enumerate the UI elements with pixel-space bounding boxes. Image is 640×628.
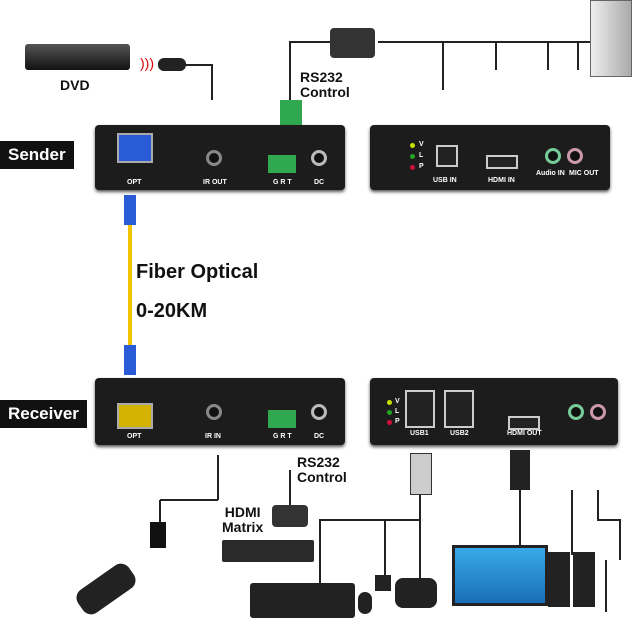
hdmi-out-label: HDMI OUT [507, 430, 542, 437]
audio-in-jack [545, 148, 561, 164]
usb-plug-icon [410, 453, 432, 495]
dc-label: DC [314, 179, 325, 186]
led-p [410, 165, 415, 170]
grt-label: G R T [273, 179, 292, 186]
headphone-jack [568, 404, 584, 420]
audio-in-label: Audio IN [536, 170, 565, 177]
usb-cable [319, 490, 421, 585]
ir-signal-icon: ))) [140, 55, 154, 71]
led-l [387, 410, 392, 415]
hdmi-in-port [486, 155, 518, 169]
opt-label: OPT [127, 179, 142, 186]
rs232-text: RS232 [300, 69, 343, 85]
ir-out-label: IR OUT [203, 179, 227, 186]
mic-out-jack [567, 148, 583, 164]
dvd-player-icon [25, 44, 130, 70]
monitor-icon [452, 545, 548, 606]
ir-in-label: IR IN [205, 433, 221, 440]
ir-out-jack [206, 150, 222, 166]
receiver-unit-left: OPT IR IN G R T DC [95, 378, 345, 445]
ir-emitter-icon [158, 58, 186, 71]
mic-jack [590, 404, 606, 420]
sender-unit-left: OPT IR OUT G R T DC [95, 125, 345, 190]
led-l-label: L [395, 408, 400, 415]
usb2-port [444, 390, 474, 428]
dc-jack [311, 404, 327, 420]
mouse-icon [358, 592, 372, 614]
usb-b-port [436, 145, 458, 167]
led-p [387, 420, 392, 425]
terminal-block-icon [280, 100, 302, 125]
hdmi-matrix-icon [222, 540, 314, 562]
fiber-connector-top [124, 195, 136, 225]
db9-connector-icon [330, 28, 375, 58]
fiber-optical-label: Fiber Optical [136, 261, 259, 283]
ir-out-cable [185, 64, 213, 100]
led-l-label: L [419, 152, 424, 159]
rs232-text: RS232 [297, 454, 340, 470]
webcam-icon [395, 578, 437, 608]
led-v [410, 143, 415, 148]
usb1-label: USB1 [410, 430, 429, 437]
hdmi-text: HDMI [224, 504, 261, 520]
rs232-cable-top [289, 41, 340, 100]
sender-label: Sender [0, 141, 74, 169]
speaker-right-icon [573, 552, 595, 607]
speaker-left-icon [548, 552, 570, 607]
dc-label: DC [314, 433, 325, 440]
control-text: Control [297, 469, 347, 485]
hdmi-out-port [508, 416, 540, 430]
microphone-icon [605, 560, 625, 612]
led-v [387, 400, 392, 405]
hdmi-in-label: HDMI IN [488, 177, 515, 184]
grt-label: G R T [273, 433, 292, 440]
control-text: Control [300, 84, 350, 100]
opt-label: OPT [127, 433, 142, 440]
receiver-label: Receiver [0, 400, 87, 428]
hdmi-plug-icon [510, 450, 530, 490]
led-v-label: V [395, 398, 400, 405]
distance-label: 0-20KM [136, 300, 208, 322]
fiber-connector-bottom [124, 345, 136, 375]
sfp-port [117, 133, 153, 163]
usb1-port [405, 390, 435, 428]
led-v-label: V [419, 141, 424, 148]
sender-unit-right: V L P USB IN HDMI IN Audio IN MIC OUT [370, 125, 610, 190]
dvd-label: DVD [60, 77, 90, 93]
keyboard-icon [250, 583, 355, 618]
db9-connector-icon [272, 505, 308, 527]
mic-out-label: MIC OUT [569, 170, 599, 177]
ir-receiver-icon [150, 522, 166, 548]
usb-in-label: USB IN [433, 177, 457, 184]
ir-in-jack [206, 404, 222, 420]
pc-tower-icon [590, 0, 632, 77]
led-p-label: P [395, 418, 400, 425]
terminal-port [268, 155, 296, 173]
led-l [410, 154, 415, 159]
matrix-text: Matrix [222, 519, 264, 535]
usb2-label: USB2 [450, 430, 469, 437]
receiver-unit-right: V L P USB1 USB2 HDMI OUT [370, 378, 618, 445]
dc-jack [311, 150, 327, 166]
terminal-port [268, 410, 296, 428]
sfp-port [117, 403, 153, 429]
usb-drive-icon [375, 575, 391, 591]
led-p-label: P [419, 163, 424, 170]
